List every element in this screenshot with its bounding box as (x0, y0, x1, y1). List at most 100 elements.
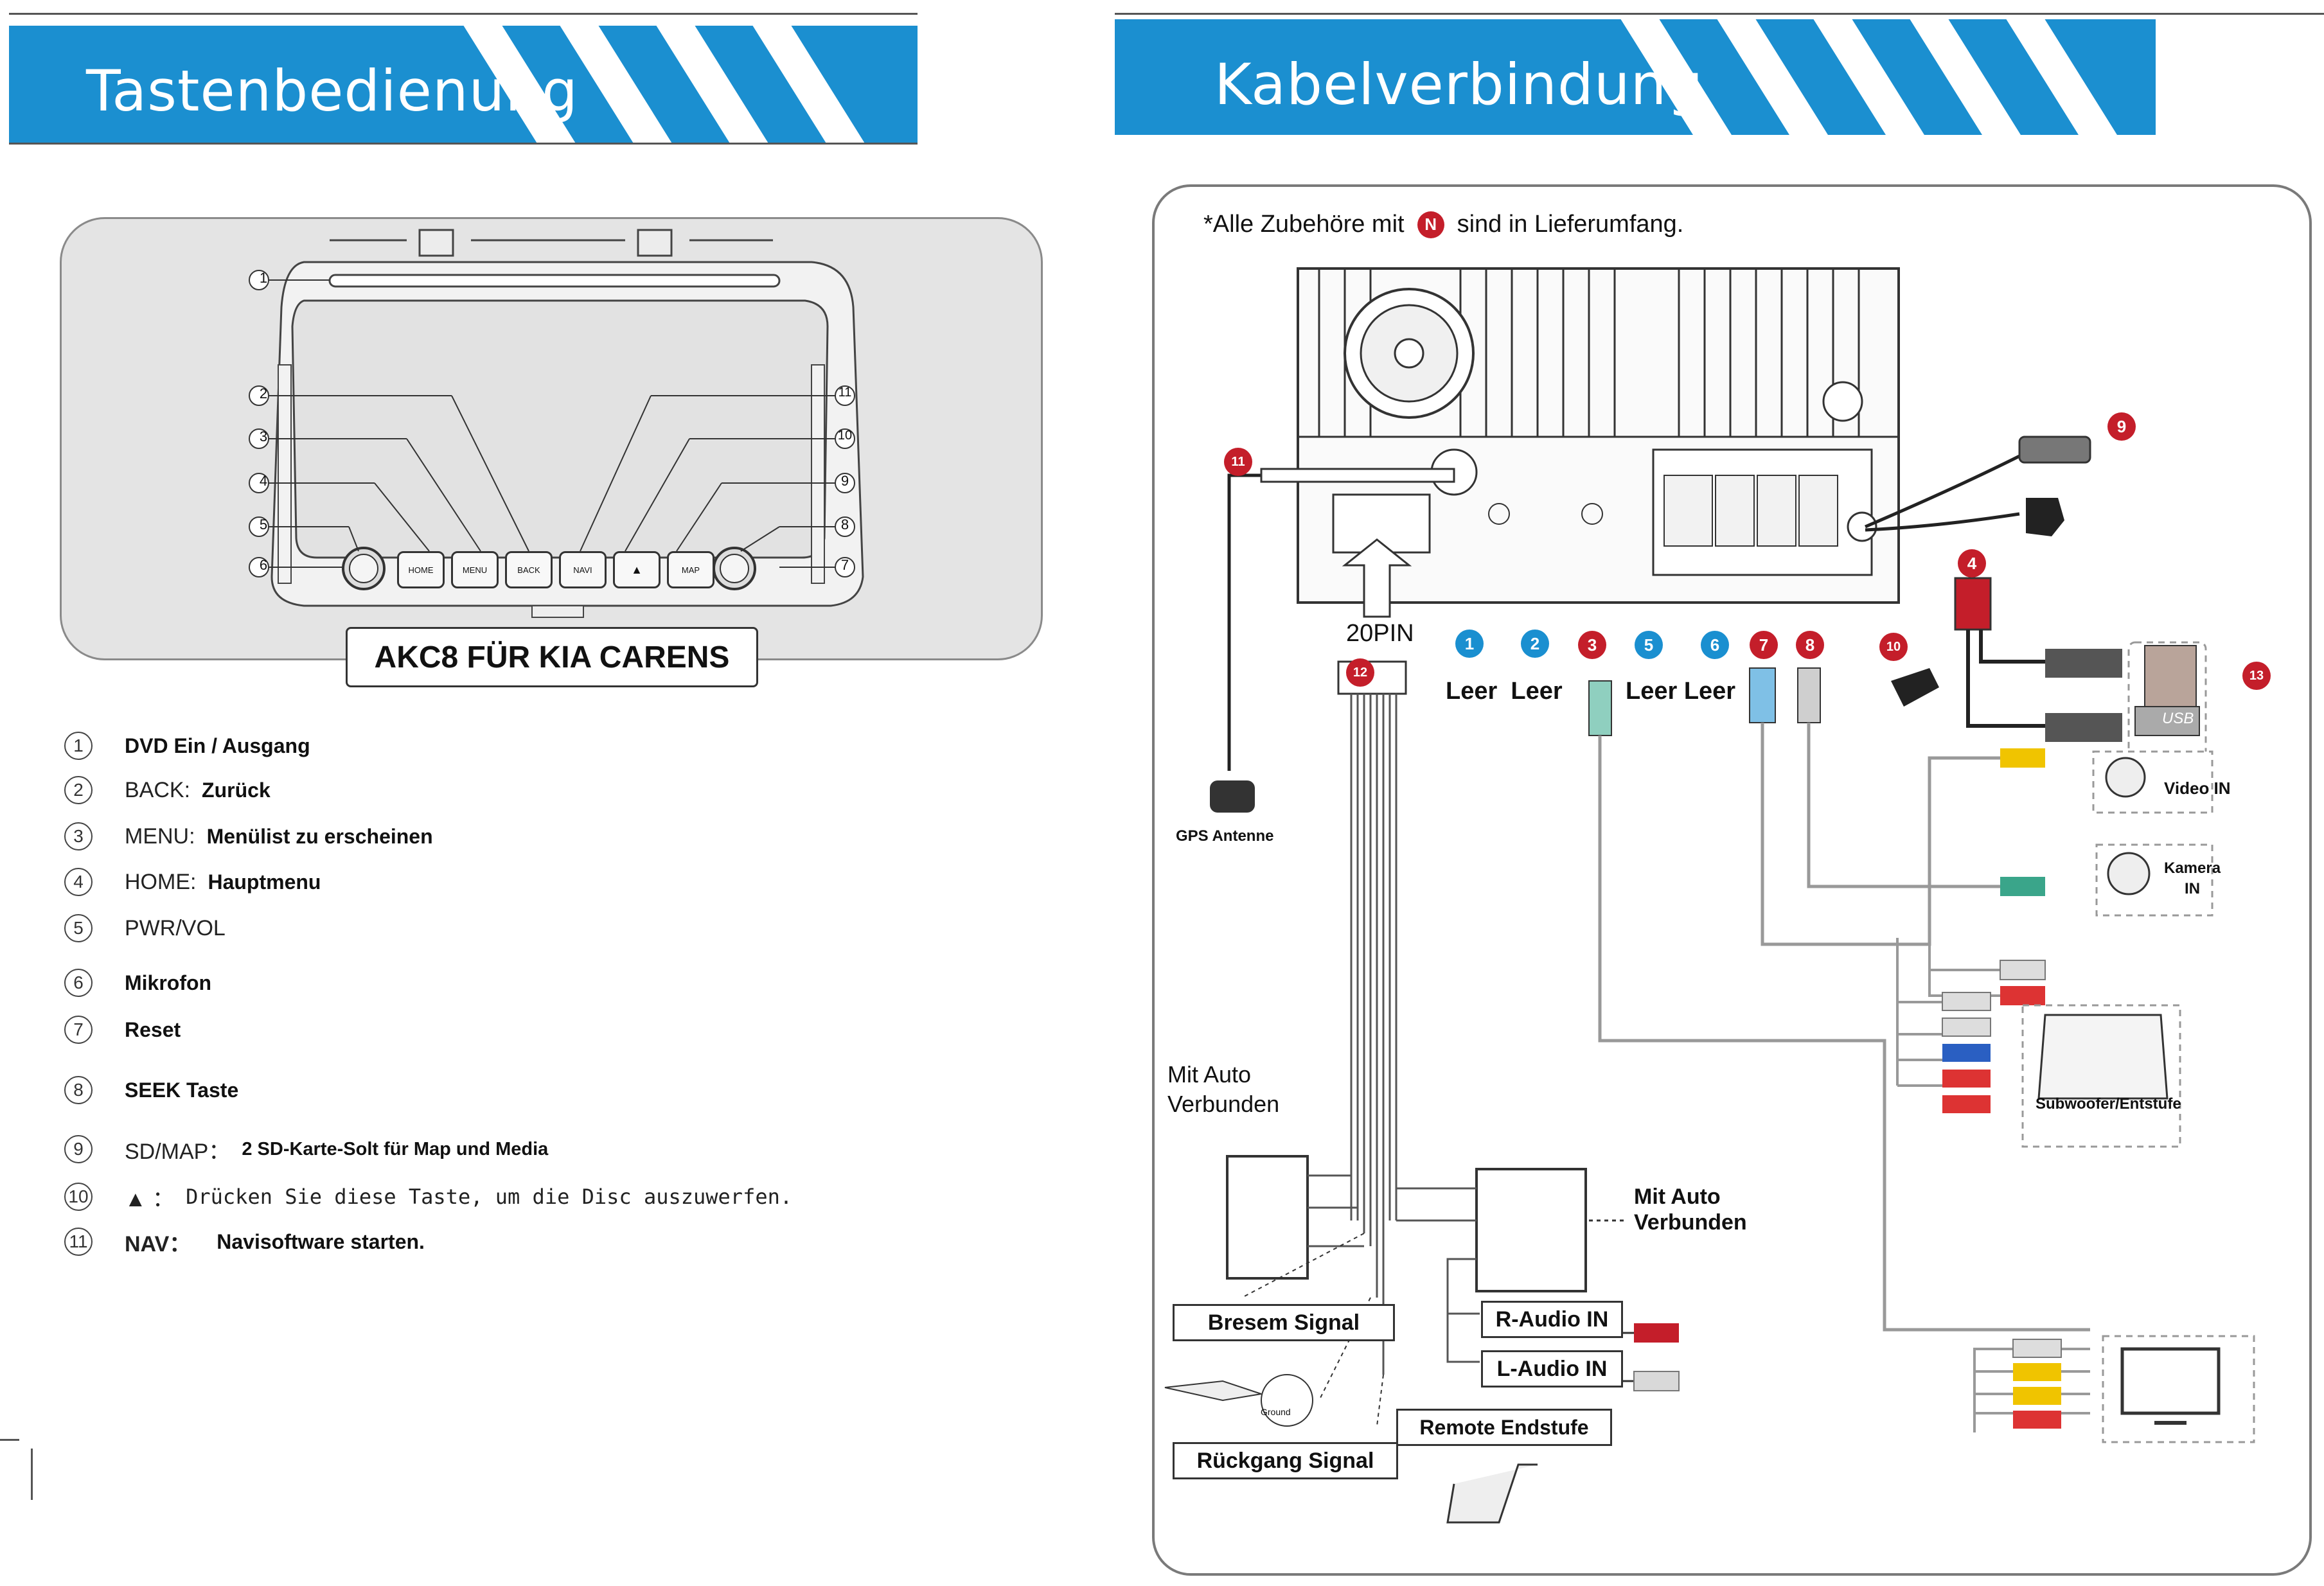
legend-value: Hauptmenu (208, 870, 321, 894)
right-header-title: Kabelverbindung (1214, 51, 1704, 118)
usb-label: USB (2162, 710, 2194, 727)
legend-number: 7 (64, 1016, 93, 1044)
legend-value: SEEK Taste (125, 1078, 239, 1102)
callout-3: 3 (259, 428, 268, 445)
included-badge-icon: N (1417, 211, 1444, 238)
port-badge-12: 12 (1346, 658, 1374, 687)
legend-value: Reset (125, 1018, 181, 1041)
subwoofer-label: Subwoofer/Entstufe (2036, 1095, 2181, 1113)
legend-number: 4 (64, 868, 93, 896)
legend-key: BACK: (125, 777, 191, 802)
banner-stripe (1998, 19, 2133, 135)
leer-label-right: Leer Leer (1626, 678, 1736, 705)
port-badge-11: 11 (1224, 448, 1252, 476)
legend-value: Mikrofon (125, 971, 212, 994)
leer-label-left: Leer Leer (1446, 678, 1563, 705)
legend-item-5: 5 PWR/VOL (64, 912, 237, 944)
legend-item-11: 11 NAV： Navisoftware starten. (64, 1226, 425, 1258)
pin-label: 20PIN (1346, 620, 1414, 647)
home-button[interactable]: HOME (397, 551, 445, 588)
legend-number: 5 (64, 914, 93, 942)
legend-item-9: 9 SD/MAP： 2 SD-Karte-Solt für Map und Me… (64, 1133, 548, 1165)
legend-value: DVD Ein / Ausgang (125, 734, 310, 757)
left-header-underline (9, 143, 918, 145)
port-badge-5: 5 (1635, 631, 1663, 659)
callout-6: 6 (259, 557, 268, 573)
callout-1: 1 (259, 270, 268, 286)
right-header-banner: Kabelverbindung (1115, 19, 2156, 135)
legend-key: ▲ ： (125, 1186, 175, 1212)
callout-2: 2 (259, 385, 268, 401)
port-badge-6: 6 (1701, 631, 1729, 659)
ground-label: Ground (1261, 1407, 1291, 1417)
gps-antenna-label: GPS Antenne (1176, 827, 1274, 845)
port-badge-2: 2 (1521, 630, 1549, 658)
legend-item-4: 4 HOME: Hauptmenu (64, 866, 321, 898)
callout-4: 4 (259, 473, 268, 489)
legend-number: 10 (64, 1183, 93, 1211)
right-top-rule (1115, 13, 2324, 15)
legend-number: 8 (64, 1076, 93, 1104)
mit-auto-label-left: Mit Auto Verbunden (1167, 1061, 1280, 1117)
wiring-drawing (1164, 267, 2255, 1524)
bresem-signal-label: Bresem Signal (1173, 1304, 1395, 1341)
mit-auto-label-right: Mit Auto Verbunden (1634, 1185, 1747, 1235)
legend-number: 1 (64, 732, 93, 760)
legend-value: Navisoftware starten. (217, 1229, 425, 1253)
legend-number: 2 (64, 776, 93, 804)
legend-value: Zurück (202, 778, 271, 802)
port-badge-4: 4 (1958, 549, 1986, 577)
l-audio-in-label: L-Audio IN (1481, 1350, 1623, 1388)
remote-endstufe-label: Remote Endstufe (1396, 1409, 1612, 1446)
page-edge-mark (0, 1439, 19, 1441)
callout-11: 11 (838, 385, 852, 400)
port-badge-13: 13 (2242, 662, 2271, 690)
legend-key: HOME: (125, 869, 197, 894)
banner-stripe (648, 26, 783, 145)
port-badge-9: 9 (2107, 412, 2136, 441)
accessory-note: *Alle Zubehöre mit N sind in Lieferumfan… (1203, 211, 1683, 238)
video-in-label: Video IN (2164, 779, 2231, 798)
legend-value: Drücken Sie diese Taste, um die Disc aus… (186, 1185, 793, 1209)
menu-button[interactable]: MENU (451, 551, 499, 588)
legend-value: 2 SD-Karte-Solt für Map und Media (242, 1138, 549, 1159)
callout-10: 10 (837, 428, 853, 443)
back-button[interactable]: BACK (505, 551, 553, 588)
callout-9: 9 (840, 473, 849, 489)
legend-item-3: 3 MENU: Menülist zu erscheinen (64, 820, 433, 852)
port-badge-10: 10 (1879, 633, 1908, 661)
callout-7: 7 (840, 557, 849, 573)
note-suffix: sind in Lieferumfang. (1457, 211, 1684, 238)
page-edge-mark (31, 1449, 33, 1500)
legend-item-8: 8 SEEK Taste (64, 1074, 238, 1106)
legend-key: MENU: (125, 824, 195, 849)
navi-button[interactable]: NAVI (559, 551, 607, 588)
eject-button[interactable]: ▲ (613, 551, 661, 588)
port-badge-1: 1 (1455, 630, 1484, 658)
device-caption: AKC8 FÜR KIA CARENS (346, 627, 758, 687)
legend-value: Menülist zu erscheinen (206, 824, 433, 848)
kamera-in-label: Kamera IN (2164, 859, 2221, 897)
map-button[interactable]: MAP (667, 551, 714, 588)
head-unit-drawing (249, 229, 864, 618)
legend-key: SD/MAP： (125, 1139, 231, 1164)
device-button-row: HOME MENU BACK NAVI ▲ MAP (397, 551, 714, 588)
legend-item-1: 1 DVD Ein / Ausgang (64, 730, 310, 762)
legend-number: 9 (64, 1135, 93, 1163)
rueckgang-signal-label: Rückgang Signal (1173, 1442, 1398, 1479)
r-audio-in-label: R-Audio IN (1481, 1301, 1623, 1338)
left-top-rule (9, 13, 918, 15)
callout-8: 8 (840, 516, 849, 533)
legend-number: 11 (64, 1228, 93, 1256)
legend-item-10: 10 ▲ ： Drücken Sie diese Taste, um die D… (64, 1181, 792, 1213)
port-badge-8: 8 (1796, 631, 1824, 659)
legend-number: 3 (64, 822, 93, 850)
left-header-banner: Tastenbedienung (9, 26, 918, 145)
legend-key: PWR/VOL (125, 915, 226, 940)
port-badge-3: 3 (1578, 631, 1606, 659)
legend-key: NAV： (125, 1231, 191, 1256)
legend-item-6: 6 Mikrofon (64, 967, 211, 999)
legend-number: 6 (64, 969, 93, 997)
callout-5: 5 (259, 516, 268, 533)
legend-item-7: 7 Reset (64, 1014, 181, 1046)
